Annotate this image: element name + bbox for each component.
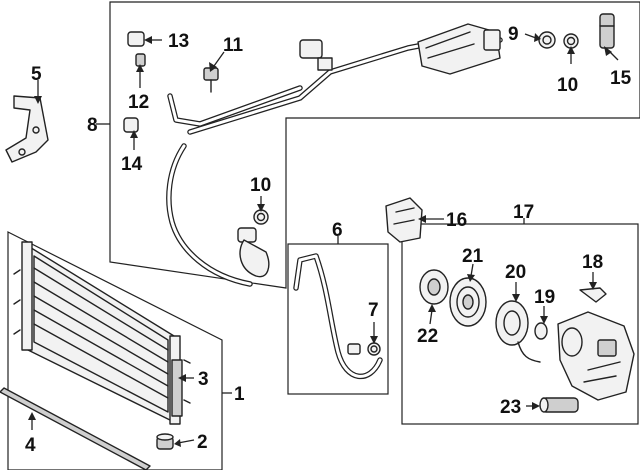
relief-valve-23-part	[539, 397, 579, 413]
hose-assembly-frame	[109, 1, 640, 289]
callout-17: 17	[513, 202, 534, 223]
expansion-valve-part	[385, 197, 423, 243]
callout-10-upper: 10	[557, 75, 578, 96]
compressor-part	[557, 311, 635, 401]
callout-12: 12	[128, 92, 149, 113]
callout-20: 20	[505, 262, 526, 283]
compressor-frame	[401, 223, 639, 425]
callout-7: 7	[368, 300, 379, 321]
callout-13: 13	[168, 31, 189, 52]
callout-9: 9	[508, 24, 519, 45]
seal-ring-10-lower-part	[253, 209, 269, 225]
receiver-drier-part	[171, 359, 183, 417]
bracket-part	[5, 95, 49, 163]
valve-core-12-part	[135, 53, 146, 67]
suction-hose-part	[166, 33, 503, 287]
callout-16: 16	[446, 210, 467, 231]
clip-18-part	[579, 287, 607, 303]
pulley-22-part	[419, 269, 449, 305]
callout-22: 22	[417, 326, 438, 347]
callout-8: 8	[87, 115, 98, 136]
drier-cap-part	[156, 433, 174, 450]
muffler-part	[417, 23, 501, 75]
seal-strip-part	[0, 387, 151, 470]
callout-6: 6	[332, 220, 343, 241]
callout-10-lower: 10	[250, 175, 271, 196]
callout-1: 1	[234, 384, 245, 405]
callout-23: 23	[500, 397, 521, 418]
seal-ring-9-part	[538, 31, 556, 49]
callout-15: 15	[610, 68, 632, 89]
callout-18: 18	[582, 252, 603, 273]
pressure-hose-part	[293, 253, 383, 379]
pressure-switch-11-part	[203, 67, 219, 93]
callout-5: 5	[31, 64, 42, 85]
callout-2: 2	[197, 432, 208, 453]
condenser-part	[13, 241, 191, 425]
clutch-coil-20-part	[495, 300, 541, 363]
valve-core-15-part	[599, 13, 615, 49]
callout-11: 11	[223, 35, 244, 56]
seal-ring-10-upper-part	[563, 33, 579, 49]
callout-14: 14	[121, 154, 143, 175]
callout-21: 21	[462, 246, 484, 267]
snap-ring-19-part	[534, 322, 548, 340]
callout-3: 3	[198, 369, 209, 390]
callout-19: 19	[534, 287, 555, 308]
leader-lines	[28, 33, 619, 447]
cap-14-part	[123, 117, 139, 133]
callout-4: 4	[25, 435, 36, 456]
pulley-21-part	[449, 277, 487, 327]
cap-13-part	[127, 31, 145, 47]
seal-ring-7-part	[367, 342, 381, 356]
